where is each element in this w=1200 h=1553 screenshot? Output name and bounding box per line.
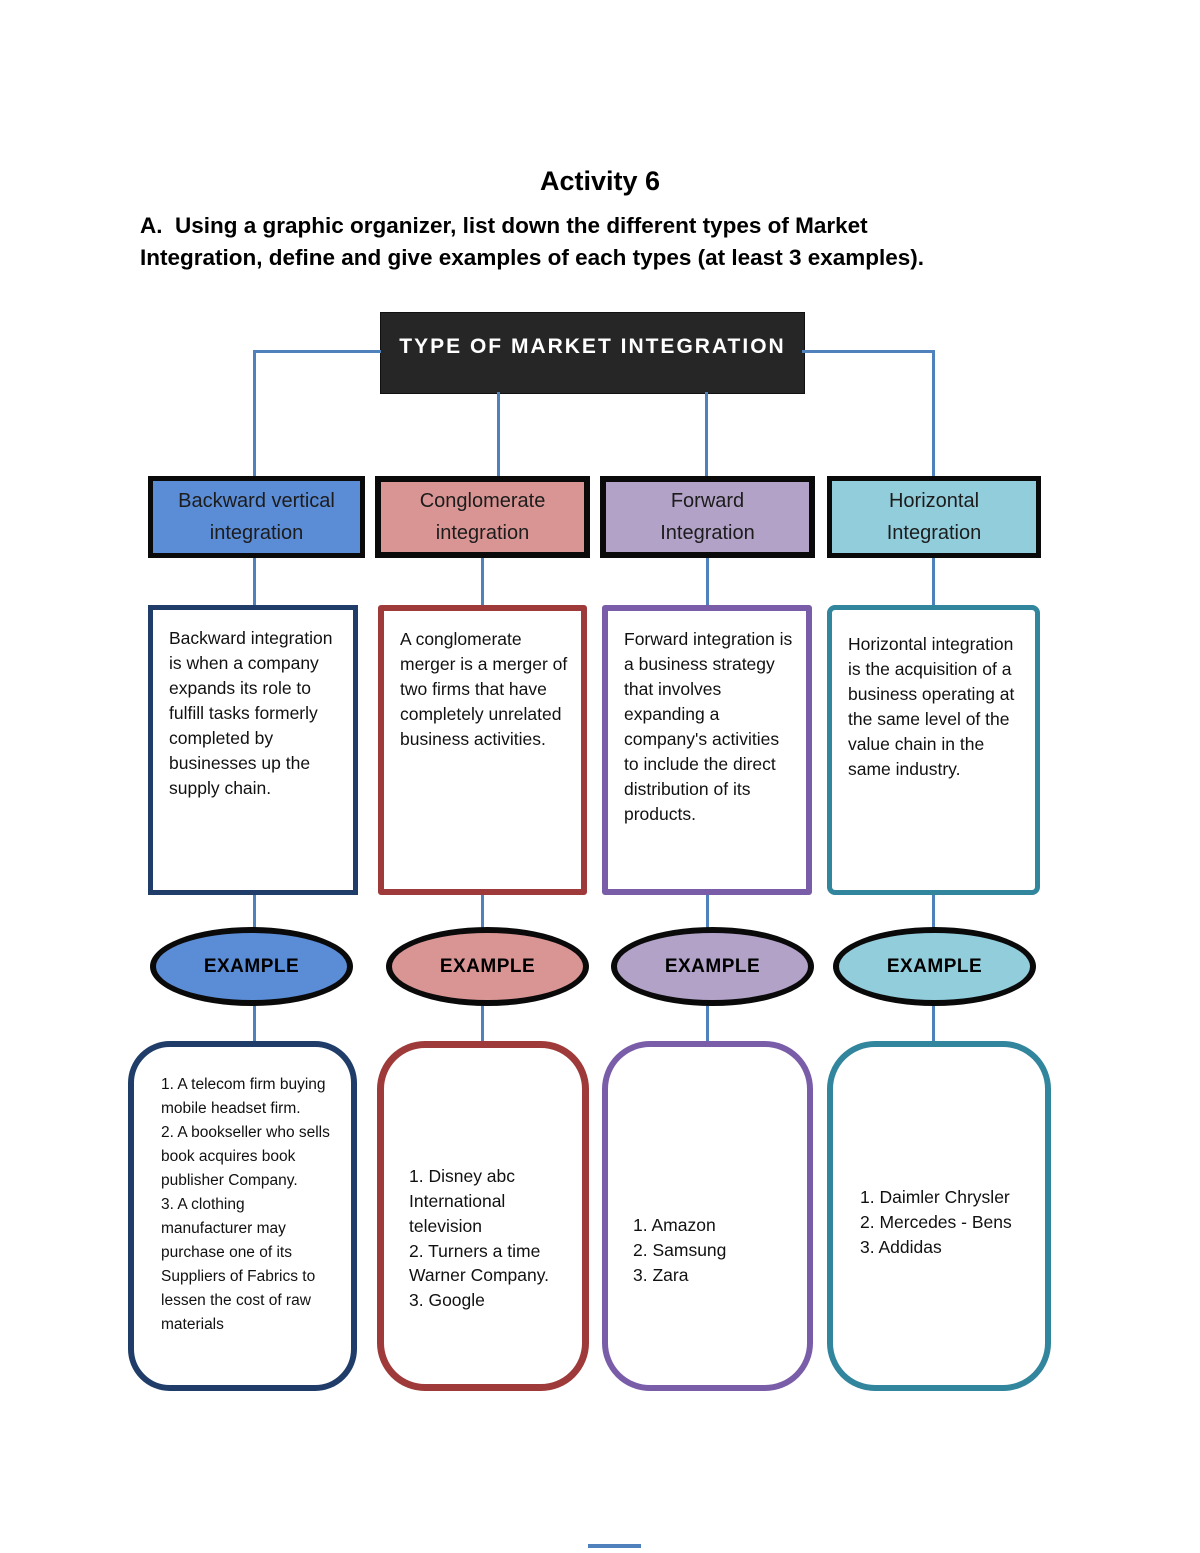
connector-definition-to-example [706, 893, 709, 929]
connector-example-to-list [706, 1004, 709, 1043]
connector-root-left-horizontal [253, 350, 381, 353]
connector-example-to-list [253, 1004, 256, 1043]
type-header: Backward vertical integration [148, 476, 365, 558]
connector-definition-to-example [481, 893, 484, 929]
examples-box: 1. Daimler Chrysler 2. Mercedes - Bens 3… [827, 1041, 1051, 1391]
connector-example-to-list [932, 1004, 935, 1043]
examples-box: 1. Amazon 2. Samsung 3. Zara [602, 1041, 813, 1391]
examples-box: 1. Disney abc International television 2… [377, 1041, 589, 1391]
definition-box: Forward integration is a business strate… [602, 605, 812, 895]
connector-root-to-horizontal [932, 350, 935, 477]
connector-header-to-definition [932, 556, 935, 606]
connector-header-to-definition [253, 556, 256, 606]
example-ellipse: EXAMPLE [386, 927, 589, 1006]
connector-definition-to-example [253, 893, 256, 929]
page-title: Activity 6 [539, 166, 661, 196]
definition-box: A conglomerate merger is a merger of two… [378, 605, 587, 895]
example-ellipse: EXAMPLE [150, 927, 353, 1006]
example-ellipse: EXAMPLE [611, 927, 814, 1006]
root-node: TYPE OF MARKET INTEGRATION [380, 312, 805, 394]
connector-example-to-list [481, 1004, 484, 1043]
page-bottom-mark [588, 1544, 641, 1548]
connector-root-to-conglomerate [497, 392, 500, 476]
root-node-label: TYPE OF MARKET INTEGRATION [399, 335, 786, 358]
connector-header-to-definition [481, 556, 484, 606]
examples-box: 1. A telecom firm buying mobile headset … [128, 1041, 357, 1391]
example-ellipse: EXAMPLE [833, 927, 1036, 1006]
type-header: Conglomerate integration [375, 476, 590, 558]
connector-root-to-backward [253, 350, 256, 477]
definition-box: Horizontal integration is the acquisitio… [827, 605, 1040, 895]
connector-definition-to-example [932, 893, 935, 929]
type-header: Horizontal Integration [827, 476, 1041, 558]
connector-root-to-forward [705, 392, 708, 476]
connector-root-right-horizontal [802, 350, 932, 353]
connector-header-to-definition [706, 556, 709, 606]
type-header: Forward Integration [600, 476, 815, 558]
instructions-text: A. Using a graphic organizer, list down … [140, 213, 925, 270]
definition-box: Backward integration is when a company e… [148, 605, 358, 895]
